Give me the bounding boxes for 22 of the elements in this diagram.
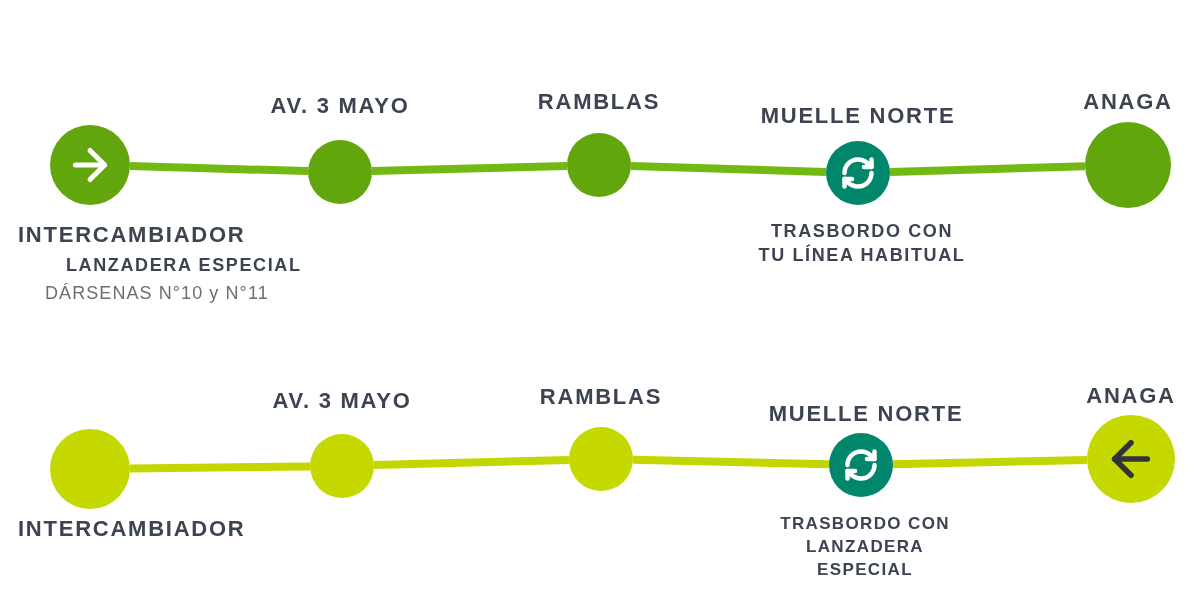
station-name: INTERCAMBIADOR (18, 516, 246, 542)
route-line (373, 455, 570, 470)
station-name: INTERCAMBIADOR (18, 222, 246, 248)
station-name: ANAGA (1086, 383, 1176, 409)
station-note: TRASBORDO CON TU LÍNEA HABITUAL (758, 220, 966, 267)
route-line (129, 462, 311, 473)
station-name: AV. 3 MAYO (272, 388, 412, 414)
route-line (630, 162, 827, 176)
route-line (632, 455, 830, 469)
station-name: MUELLE NORTE (760, 103, 956, 129)
station-name: ANAGA (1083, 89, 1173, 115)
route-line (889, 162, 1086, 177)
route-line (371, 161, 568, 176)
station-note: LANZADERA ESPECIAL (66, 254, 302, 277)
station-name: MUELLE NORTE (768, 401, 964, 427)
route-line (129, 162, 309, 176)
station-note: DÁRSENAS N°10 y N°11 (45, 282, 269, 305)
station-note: TRASBORDO CON LANZADERA ESPECIAL (780, 513, 950, 581)
route-line (892, 456, 1088, 469)
station-name: AV. 3 MAYO (270, 93, 410, 119)
station-name: RAMBLAS (539, 384, 663, 410)
station-name: RAMBLAS (537, 89, 661, 115)
